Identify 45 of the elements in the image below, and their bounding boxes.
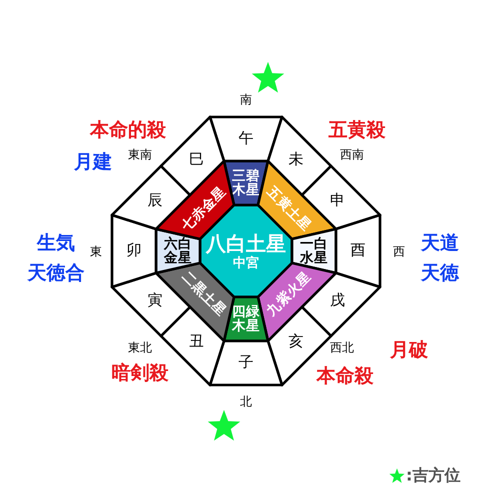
zodiac-sign: 辰 xyxy=(147,193,162,210)
omen-label: 月建 xyxy=(74,150,112,175)
direction-label: 西南 xyxy=(340,146,364,164)
omen-label: 暗剣殺 xyxy=(112,361,168,386)
zodiac-sign: 丑 xyxy=(188,334,204,350)
star-name: 五黄土星 xyxy=(264,184,314,234)
star-name: 八白土星 xyxy=(206,234,286,254)
direction-label: 西 xyxy=(393,244,405,260)
star-name: 一白水星 xyxy=(300,236,328,266)
star-name: 六白金星 xyxy=(164,236,192,266)
omen-label: 天道 xyxy=(421,231,459,256)
star-name: 七赤金星 xyxy=(178,184,228,234)
zodiac-sign: 午 xyxy=(238,131,254,147)
zodiac-sector xyxy=(208,339,284,387)
zodiac-sector xyxy=(208,115,284,163)
direction-label: 東北 xyxy=(128,340,152,356)
zodiac-sign: 未 xyxy=(288,152,304,168)
zodiac-sign: 子 xyxy=(238,355,254,371)
zodiac-sign: 戌 xyxy=(330,292,345,309)
star-name: 九紫火星 xyxy=(264,268,314,318)
omen-label: 天徳 xyxy=(421,261,459,286)
direction-label: 東南 xyxy=(128,146,152,164)
omen-label: 本命殺 xyxy=(316,364,374,389)
zodiac-sector xyxy=(334,213,382,289)
zodiac-sign: 寅 xyxy=(147,292,162,309)
direction-label: 南 xyxy=(240,92,252,108)
star-name: 二黒土星 xyxy=(178,268,228,318)
zodiac-sign: 申 xyxy=(330,193,345,210)
omen-label: 月破 xyxy=(390,338,428,363)
omen-label: 天徳合 xyxy=(28,261,84,286)
zodiac-sign: 亥 xyxy=(288,334,304,350)
palace-name: 中宮 xyxy=(233,257,259,271)
omen-label: 五黄殺 xyxy=(328,118,386,143)
direction-label: 西北 xyxy=(330,340,354,356)
zodiac-sign: 巳 xyxy=(188,152,204,168)
zodiac-sign: 酉 xyxy=(350,243,366,259)
legend-label: :吉方位 xyxy=(406,466,460,486)
star-name: 三碧木星 xyxy=(232,168,260,198)
star-name: 四緑木星 xyxy=(232,304,260,334)
zodiac-sector xyxy=(110,213,158,289)
direction-label: 北 xyxy=(240,394,252,410)
direction-label: 東 xyxy=(90,244,102,260)
omen-label: 本命的殺 xyxy=(90,118,166,143)
omen-label: 生気 xyxy=(37,231,75,256)
zodiac-sign: 卯 xyxy=(126,243,142,259)
